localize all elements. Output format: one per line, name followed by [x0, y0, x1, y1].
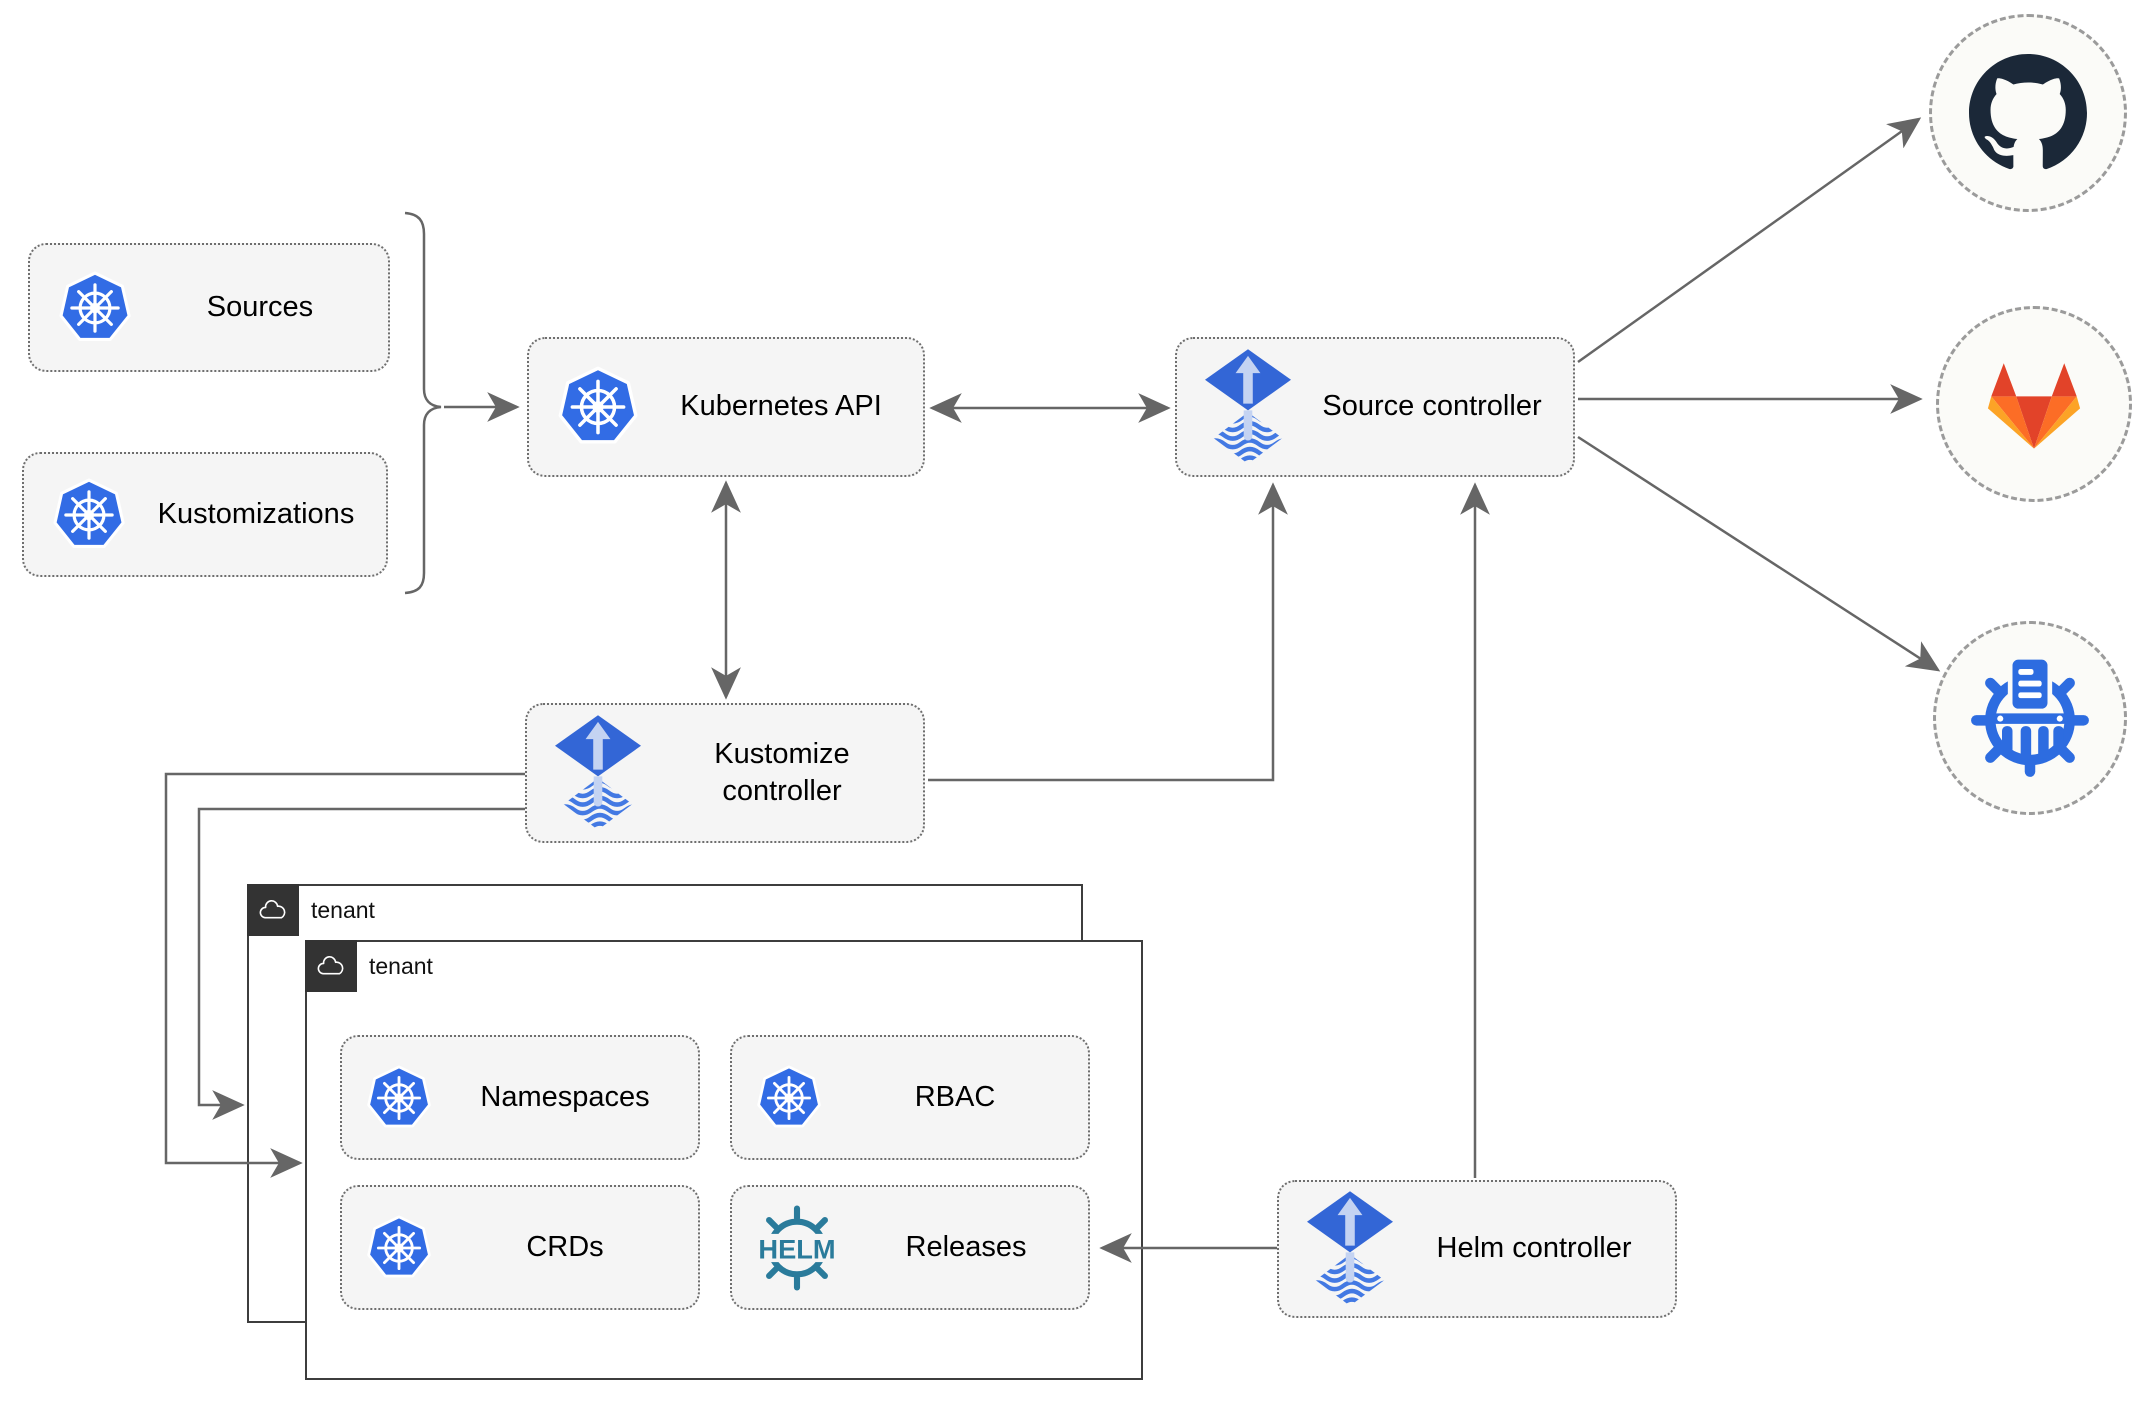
- flux-icon: [555, 715, 641, 832]
- tenant-label: tenant: [311, 896, 375, 923]
- node-source-controller: Source controller: [1175, 337, 1575, 477]
- github-icon: [1969, 54, 2087, 170]
- kubernetes-icon: [557, 366, 639, 448]
- github-node: [1929, 14, 2127, 212]
- kubernetes-icon: [366, 1065, 432, 1131]
- node-label: Kubernetes API: [680, 390, 882, 423]
- node-label: Sources: [206, 290, 314, 323]
- kubernetes-icon: [366, 1215, 432, 1281]
- gitlab-icon: [1987, 362, 2081, 449]
- cloud-icon: [314, 954, 348, 978]
- tenant-header: [305, 940, 357, 992]
- node-helm-controller: Helm controller: [1277, 1180, 1677, 1318]
- tenant-box-inner: tenant: [305, 940, 1143, 1380]
- node-label: Releases: [905, 1230, 1027, 1263]
- node-label: Kustomizations: [157, 497, 355, 530]
- flux-icon: [1205, 349, 1291, 466]
- node-label: CRDs: [526, 1230, 604, 1263]
- helm-icon: HELM: [750, 1201, 844, 1295]
- brace-sources-group: [404, 211, 442, 595]
- kubernetes-icon: [756, 1065, 822, 1131]
- node-crds: CRDs: [340, 1185, 700, 1310]
- flux-icon: [1307, 1191, 1393, 1308]
- arrow-kustomize-to-source-controller: [928, 482, 1288, 782]
- tenant-label: tenant: [369, 952, 433, 979]
- kubernetes-icon: [58, 271, 132, 345]
- kubernetes-icon: [52, 478, 126, 552]
- chartmuseum-icon: [1971, 655, 2089, 777]
- node-label: Helm controller: [1436, 1232, 1632, 1265]
- cloud-icon: [256, 898, 290, 922]
- arrow-source-to-helm-repository: [1577, 435, 1941, 672]
- gitlab-node: [1936, 306, 2132, 502]
- node-rbac: RBAC: [730, 1035, 1090, 1160]
- node-label: Namespaces: [480, 1080, 650, 1113]
- arrow-source-to-github: [1577, 117, 1922, 364]
- node-kubernetes-api: Kubernetes API: [527, 337, 925, 477]
- tenant-header: [247, 884, 299, 936]
- node-label: RBAC: [914, 1080, 996, 1113]
- helm-repository-node: [1933, 621, 2127, 815]
- node-label: Kustomize controller: [714, 737, 850, 807]
- node-kustomize-controller: Kustomize controller: [525, 703, 925, 843]
- node-kustomizations: Kustomizations: [22, 452, 388, 577]
- node-label: Source controller: [1322, 390, 1542, 423]
- helm-logo-text: HELM: [758, 1233, 835, 1264]
- node-sources: Sources: [28, 243, 390, 372]
- node-releases: HELM Releases: [730, 1185, 1090, 1310]
- node-namespaces: Namespaces: [340, 1035, 700, 1160]
